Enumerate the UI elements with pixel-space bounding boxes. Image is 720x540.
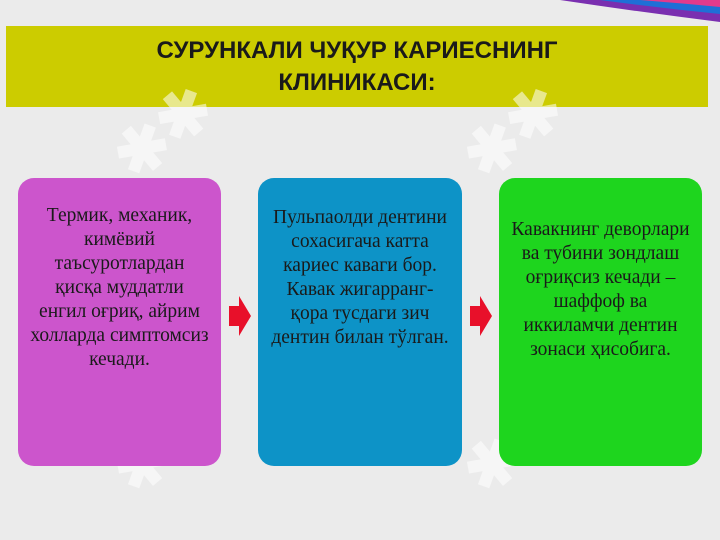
clinical-box-probing: Кавакнинг деворлари ва тубини зондлаш оғ… — [499, 178, 702, 466]
box-text: Пульпаолди дентини сохасигача катта кари… — [271, 207, 449, 348]
page-title: СУРУНКАЛИ ЧУҚУР КАРИЕСНИНГ КЛИНИКАСИ: — [156, 36, 558, 96]
decorative-swoosh — [560, 0, 720, 22]
box-text: Термик, механик, кимёвий таъсуротлардан … — [30, 205, 209, 370]
title-banner: СУРУНКАЛИ ЧУҚУР КАРИЕСНИНГ КЛИНИКАСИ: — [6, 26, 708, 107]
right-arrow-icon — [470, 296, 492, 336]
box-text: Кавакнинг деворлари ва тубини зондлаш оғ… — [511, 219, 690, 360]
clinical-box-symptoms: Термик, механик, кимёвий таъсуротлардан … — [18, 178, 221, 466]
clinical-box-cavity: Пульпаолди дентини сохасигача катта кари… — [258, 178, 462, 466]
right-arrow-icon — [229, 296, 251, 336]
